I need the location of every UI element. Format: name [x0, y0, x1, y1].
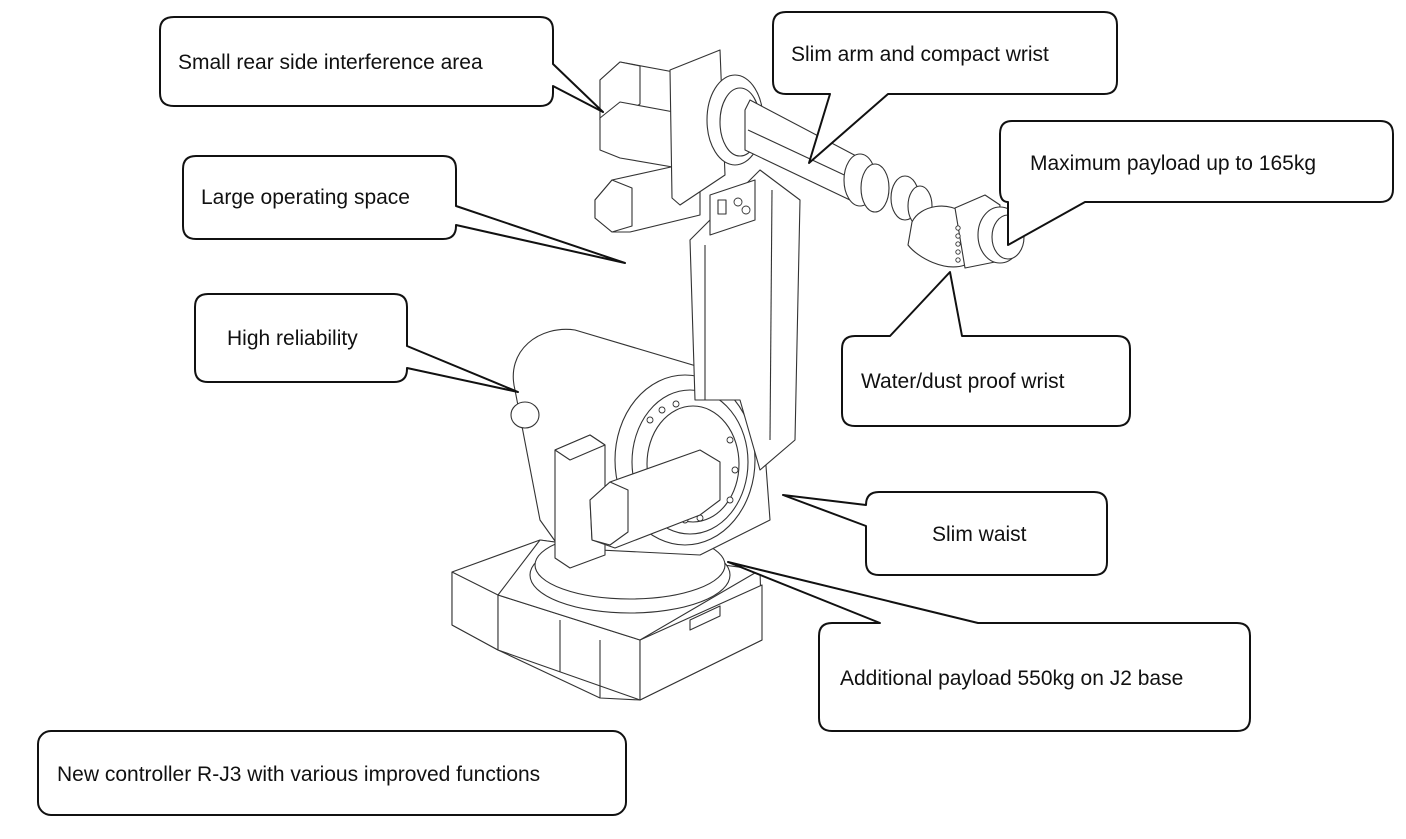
robot-lower-arm: [689, 169, 801, 471]
robot-upper-arm: [594, 49, 933, 236]
wrist-seal-holes: [955, 225, 961, 263]
callout-rear-interference-text: Small rear side interference area: [178, 51, 483, 74]
callout-additional-payload-text: Additional payload 550kg on J2 base: [840, 667, 1184, 690]
callout-slim-arm-text: Slim arm and compact wrist: [791, 43, 1049, 66]
robot-wrist: [907, 194, 1025, 269]
callout-slim-waist-text: Slim waist: [932, 523, 1027, 546]
callout-slim-arm-bubble: [772, 11, 1118, 164]
callout-controller-bubble: [37, 730, 627, 816]
callout-max-payload-bubble: [999, 120, 1394, 246]
callout-operating-space-text: Large operating space: [201, 186, 410, 209]
callout-slim-waist-bubble: [782, 491, 1108, 576]
callout-operating-space-bubble: [182, 155, 626, 264]
callout-reliability-bubble: [194, 293, 519, 393]
callout-max-payload-text: Maximum payload up to 165kg: [1030, 152, 1316, 175]
callout-waterproof-wrist-bubble: [841, 271, 1131, 427]
callout-rear-interference-bubble: [159, 16, 604, 113]
callout-waterproof-wrist-text: Water/dust proof wrist: [861, 370, 1065, 393]
callout-reliability-text: High reliability: [227, 327, 358, 350]
callout-additional-payload-bubble: [727, 561, 1251, 732]
callout-controller-text: New controller R-J3 with various improve…: [57, 763, 541, 786]
robot-illustration: [451, 49, 1025, 792]
